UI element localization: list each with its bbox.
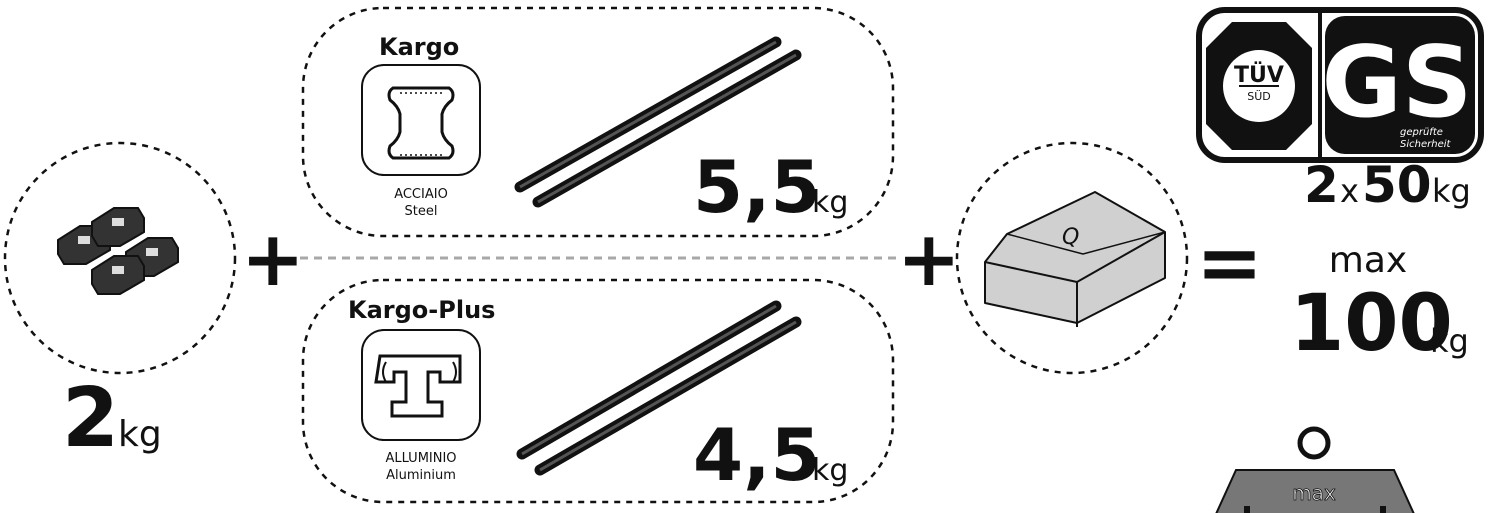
aluminium-bar-profile-icon <box>374 354 462 418</box>
kargo-material-en: Steel <box>405 204 438 219</box>
plus-sign-right: + <box>897 214 961 303</box>
kargo-group: Kargo ACCIAIO Steel 5,5 kg <box>301 6 895 238</box>
kargo-plus-bars-icon <box>516 300 802 476</box>
kargo-plus-material-it: ALLUMINIO <box>385 451 456 466</box>
kargo-plus-title: Kargo-Plus <box>348 296 495 324</box>
tuv-sub-text: SÜD <box>1247 90 1271 103</box>
gs-text: GS <box>1321 26 1472 140</box>
per-bar-value: 50 <box>1362 156 1432 214</box>
per-bar-capacity: 2 x 50 kg <box>1304 156 1471 214</box>
max-weight-icon: max <box>1215 426 1415 513</box>
steel-bar-profile-icon <box>387 86 455 160</box>
kargo-plus-material-en: Aluminium <box>386 468 456 483</box>
certification-badge: TÜV SÜD GS geprüfte Sicherheit <box>1196 7 1484 163</box>
feet-group: 2 kg <box>3 141 237 466</box>
feet-weight-unit: kg <box>118 414 162 455</box>
roof-rack-feet-icon <box>57 207 179 295</box>
max-value-unit: kg <box>1430 322 1469 360</box>
tuv-text: TÜV <box>1234 62 1284 88</box>
load-block-icon <box>984 191 1166 327</box>
max-weight-icon-label: max <box>1292 481 1336 505</box>
kargo-plus-group: Kargo-Plus ALLUMINIO Aluminium 4,5 kg <box>301 278 895 504</box>
max-value: 100 <box>1290 279 1453 369</box>
equals-sign: = <box>1196 216 1263 309</box>
plus-sign-left: + <box>241 214 305 303</box>
feet-weight: 2 <box>62 371 119 466</box>
kargo-bars-icon <box>514 36 802 208</box>
multiplier-x: x <box>1340 172 1359 210</box>
kargo-weight: 5,5 <box>693 145 821 229</box>
max-label: max <box>1329 240 1407 281</box>
kargo-profile-box <box>361 64 481 176</box>
load-group: Q <box>955 141 1189 375</box>
kargo-plus-weight-unit: kg <box>812 453 848 488</box>
gs-line2: Sicherheit <box>1400 139 1451 150</box>
kargo-weight-unit: kg <box>812 185 848 220</box>
load-symbol: Q <box>1062 225 1079 250</box>
multiplier-number: 2 <box>1304 156 1339 214</box>
kargo-plus-profile-box <box>361 329 481 441</box>
kargo-plus-weight: 4,5 <box>693 413 821 497</box>
kargo-material-it: ACCIAIO <box>394 187 448 202</box>
kargo-title: Kargo <box>379 33 459 61</box>
gs-line1: geprüfte <box>1400 127 1443 138</box>
per-bar-unit: kg <box>1432 172 1471 210</box>
